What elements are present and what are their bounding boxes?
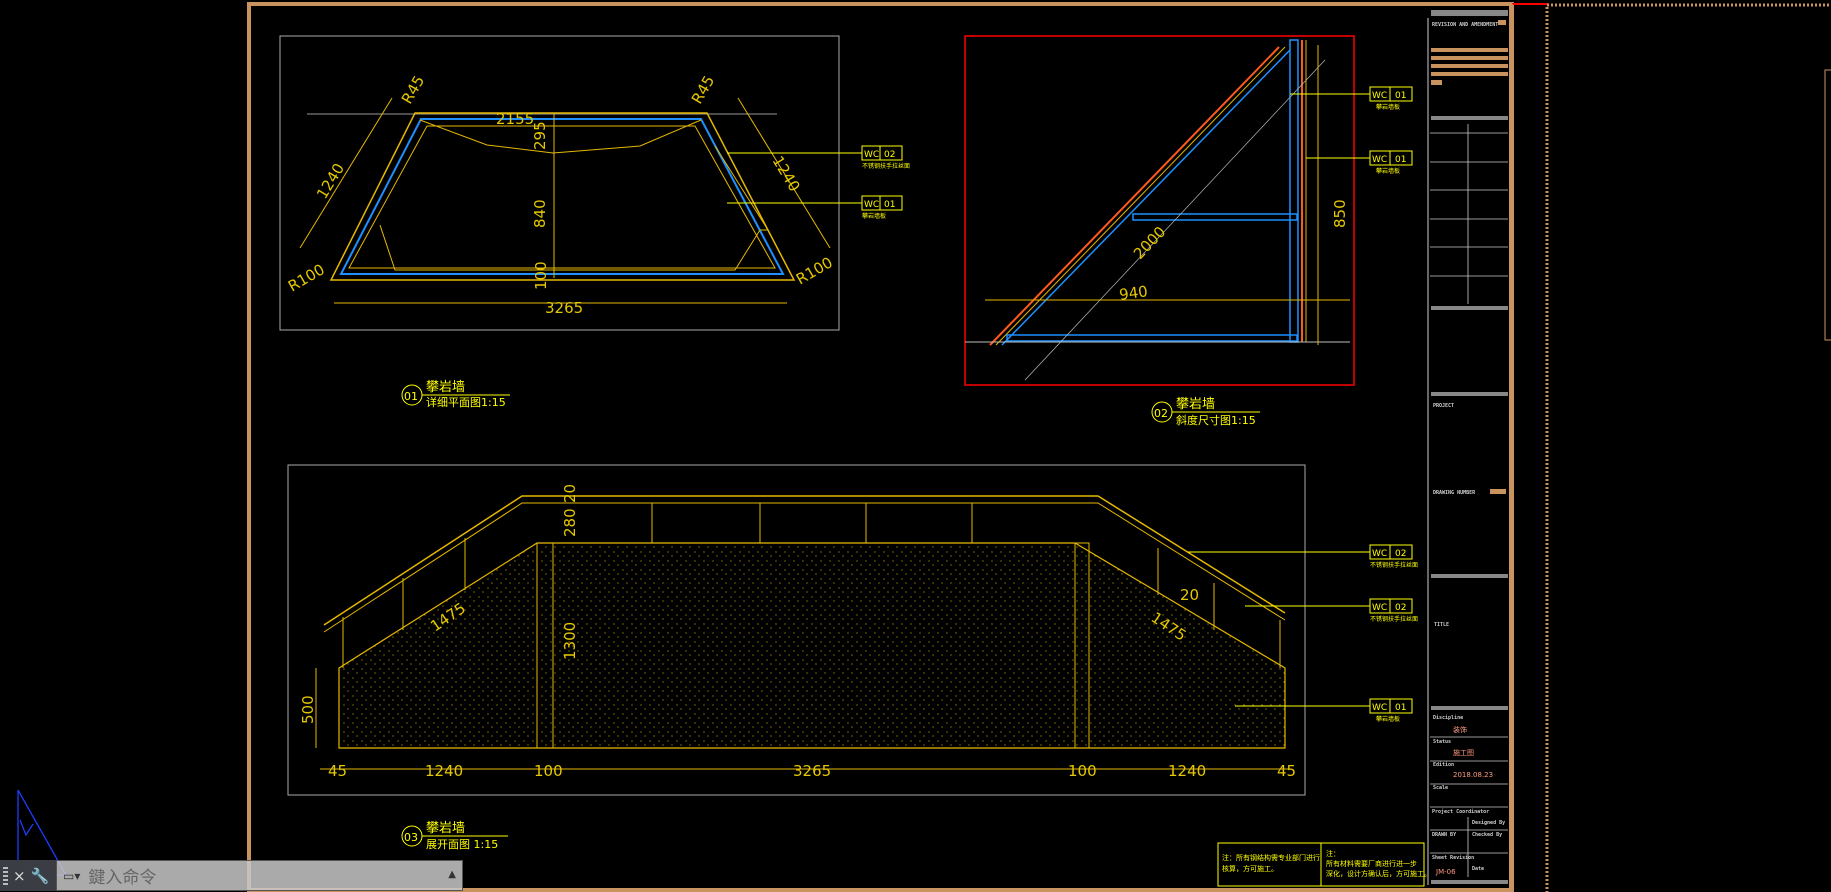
dim-label: 45 (1277, 762, 1296, 780)
view-number: 03 (404, 831, 418, 844)
dim-label: 500 (299, 695, 317, 724)
close-icon[interactable]: × (13, 866, 26, 885)
dim-label: 100 (1068, 762, 1097, 780)
view-subtitle: 斜度尺寸图1:15 (1176, 413, 1256, 427)
dim-label: R100 (285, 260, 328, 295)
notes-box: 注：所有钢结构需专业部门进行 核算，方可施工。 注： 所有材料需要厂商进行进一步… (1217, 842, 1431, 887)
callout-number: 02 (1395, 549, 1406, 559)
callout-code: WC (1372, 603, 1387, 613)
adjacent-sheet-titleblock (1824, 69, 1831, 341)
project-label: PROJECT (1433, 403, 1454, 409)
note-left-line: 核算，方可施工。 (1222, 864, 1278, 873)
view-number: 02 (1154, 407, 1168, 420)
drawing-label: DRAWING NUMBER (1433, 490, 1476, 496)
discipline-value: 装饰 (1453, 725, 1467, 734)
date-label: Date (1472, 866, 1484, 872)
edition-label: Edition (1433, 762, 1454, 768)
note-right-title: 注： (1326, 849, 1340, 858)
dim-label: 1240 (425, 762, 463, 780)
callout-number: 02 (884, 150, 895, 160)
callout-number: 02 (1395, 603, 1406, 613)
view-title: 攀岩墙 (426, 821, 465, 836)
dim-label: 840 (531, 199, 549, 228)
dim-label: 3265 (793, 762, 831, 780)
status-value: 施工图 (1453, 748, 1474, 757)
command-line-controls: × 🔧 (0, 860, 56, 891)
dim-label: 100 (532, 261, 550, 290)
callout-desc: 不锈钢扶手拉丝面 (1370, 615, 1418, 623)
drawn-by-label: DRAWN BY (1432, 832, 1456, 838)
dim-label: 2000 (1130, 223, 1169, 263)
dim-label: 3265 (545, 299, 583, 317)
dim-label: 20 (1180, 586, 1199, 604)
adjacent-sheet-border (1545, 3, 1831, 892)
dim-label: 1240 (1168, 762, 1206, 780)
note-left-line: 注：所有钢结构需专业部门进行 (1222, 853, 1320, 862)
checked-by-label: Checked By (1472, 832, 1502, 838)
callout-desc: 不锈钢扶手拉丝面 (862, 162, 910, 170)
command-line[interactable]: × 🔧 ▭▾ 鍵入命令 ▲ (0, 860, 463, 891)
view-subtitle: 详细平面图1:15 (426, 395, 506, 409)
dim-label: 850 (1331, 199, 1349, 228)
dim-label: 1240 (769, 153, 804, 195)
expand-history-icon[interactable]: ▲ (448, 869, 456, 880)
command-history-icon[interactable]: ▭▾ (63, 868, 81, 883)
callout-desc: 攀岩墙板 (1376, 715, 1400, 723)
dim-label: 940 (1118, 282, 1149, 304)
dim-label: 295 (531, 121, 549, 150)
callout-number: 01 (1395, 91, 1406, 101)
title-block: REVISION AND AMENDMENT PROJECT DRAWING N… (1427, 4, 1513, 890)
drag-handle[interactable] (3, 866, 8, 885)
dim-label: 45 (328, 762, 347, 780)
callout-number: 01 (884, 200, 895, 210)
command-placeholder: 鍵入命令 (88, 868, 157, 888)
view-01-plan[interactable]: 2155 295 840 100 3265 1240 1240 R100 R10… (279, 35, 910, 409)
wrench-icon[interactable]: 🔧 (30, 866, 50, 885)
callout-code: WC (1372, 549, 1387, 559)
callout-desc: 攀岩墙板 (1376, 167, 1400, 175)
dim-label: 2155 (496, 110, 534, 128)
dim-label: 1240 (313, 160, 348, 202)
callout-number: 01 (1395, 155, 1406, 165)
callout-code: WC (1372, 91, 1387, 101)
dim-label: 20 (561, 484, 579, 503)
dim-label: 280 (561, 508, 579, 537)
callout-code: WC (1372, 703, 1387, 713)
sheet-border (247, 2, 1514, 892)
callout-desc: 攀岩墙板 (1376, 103, 1400, 111)
note-right-line: 所有材料需要厂商进行进一步 (1326, 859, 1417, 868)
dim-label: 100 (534, 762, 563, 780)
view-title: 攀岩墙 (1176, 397, 1215, 412)
dim-label: R100 (793, 253, 836, 288)
sheet-number: JM-06 (1435, 868, 1456, 876)
status-label: Status (1433, 739, 1451, 745)
dim-label: 1300 (561, 622, 579, 660)
callout-desc: 不锈钢扶手拉丝面 (1370, 561, 1418, 569)
command-input[interactable]: ▭▾ 鍵入命令 ▲ (56, 860, 463, 891)
callout-number: 01 (1395, 703, 1406, 713)
view-02-slope[interactable]: 2000 940 850 WC 01 攀岩墙板 WC 01 攀岩墙板 02 攀岩… (964, 35, 1413, 427)
discipline-label: Discipline (1433, 715, 1463, 721)
designed-by-label: Designed By (1472, 820, 1505, 826)
callout-desc: 攀岩墙板 (862, 212, 886, 220)
callout-code: WC (864, 150, 879, 160)
view-number: 01 (404, 390, 418, 403)
revision-header: REVISION AND AMENDMENT (1432, 22, 1498, 28)
callout-code: WC (864, 200, 879, 210)
project-coordinator-label: Project Coordinator (1432, 808, 1489, 815)
title-label: TITLE (1434, 622, 1449, 628)
callout-code: WC (1372, 155, 1387, 165)
view-subtitle: 展开面图 1:15 (426, 838, 498, 851)
view-title: 攀岩墙 (426, 380, 465, 395)
dim-label: R45 (398, 72, 428, 107)
edition-value: 2018.08.23 (1453, 771, 1493, 779)
scale-label: Scale (1433, 785, 1448, 791)
view-03-elevation[interactable]: 45 1240 100 3265 100 1240 45 500 1300 28… (287, 464, 1418, 851)
dim-label: R45 (688, 72, 718, 107)
sheet-revision-label: Sheet Revision (1432, 855, 1474, 861)
note-right-line: 深化，设计方确认后，方可施工。 (1326, 869, 1431, 878)
